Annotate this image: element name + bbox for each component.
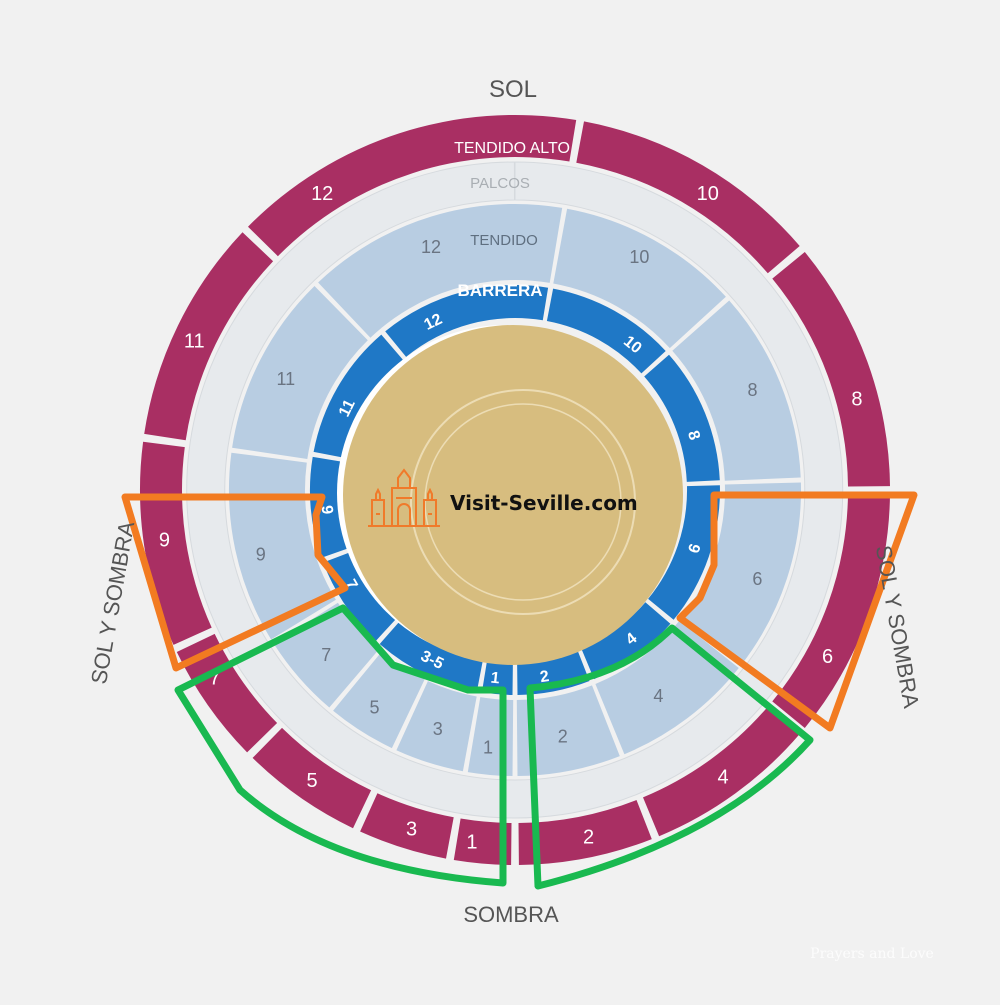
watermark: Prayers and Love xyxy=(810,946,934,962)
barrera-section-6[interactable] xyxy=(648,485,720,620)
tendido-section-2[interactable] xyxy=(516,685,620,776)
palcos-band[interactable] xyxy=(186,161,844,819)
barrera-section-11[interactable] xyxy=(313,334,403,459)
tendido-alto-label-8: 8 xyxy=(851,388,862,410)
barrera-section-7[interactable] xyxy=(323,550,399,641)
cathedral-icon xyxy=(368,468,440,527)
tendido-alto-section-1[interactable] xyxy=(453,818,512,866)
tendido-label-8: 8 xyxy=(747,380,757,400)
tendido-alto-label-2: 2 xyxy=(583,826,594,848)
label-tendido-alto: TENDIDO ALTO xyxy=(454,140,570,157)
tendido-alto-section-9[interactable] xyxy=(139,441,212,645)
tendido-label-3: 3 xyxy=(433,719,443,739)
tendido-section-12[interactable] xyxy=(318,203,563,338)
tendido-alto-label-6: 6 xyxy=(822,646,833,668)
label-tendido: TENDIDO xyxy=(470,232,538,249)
tendido-alto-label-5: 5 xyxy=(306,770,317,792)
tendido-alto-section-6[interactable] xyxy=(772,493,890,729)
label-sol-y-sombra-left: SOL Y SOMBRA xyxy=(86,519,139,686)
tendido-alto-label-10: 10 xyxy=(697,183,719,205)
tendido-alto-section-3[interactable] xyxy=(360,793,454,859)
tendido-label-4: 4 xyxy=(653,686,663,706)
tendido-section-6[interactable] xyxy=(681,482,801,665)
tendido-alto-section-4[interactable] xyxy=(643,706,800,837)
tendido-label-6: 6 xyxy=(752,569,762,589)
arena-sand xyxy=(343,325,683,665)
tendido-label-9: 9 xyxy=(256,544,266,564)
tendido-alto-section-11[interactable] xyxy=(144,232,274,441)
label-sombra: SOMBRA xyxy=(463,902,559,927)
label-palcos: PALCOS xyxy=(470,175,530,192)
barrera-label-1: 1 xyxy=(490,670,501,688)
tendido-label-5: 5 xyxy=(369,697,379,717)
tendido-alto-label-3: 3 xyxy=(406,819,417,841)
tendido-alto-label-7: 7 xyxy=(209,668,220,690)
barrera-section-1[interactable] xyxy=(481,659,513,695)
brand: Visit-Seville.com xyxy=(368,468,638,527)
barrera-section-8[interactable] xyxy=(644,354,720,482)
tendido-label-11: 11 xyxy=(276,369,295,389)
tendido-alto-section-8[interactable] xyxy=(772,252,890,487)
tendido-section-5[interactable] xyxy=(333,652,425,749)
tendido-alto-section-12[interactable] xyxy=(248,114,577,257)
tendido-section-8[interactable] xyxy=(672,300,801,481)
brand-text: Visit-Seville.com xyxy=(450,491,638,515)
tendido-section-10[interactable] xyxy=(553,208,726,349)
tendido-section-11[interactable] xyxy=(232,286,368,459)
barrera-section-12[interactable] xyxy=(385,285,549,357)
tendido-alto-section-5[interactable] xyxy=(252,727,372,829)
tendido-alto-label-4: 4 xyxy=(718,766,729,788)
label-sol-y-sombra-right: SOL Y SOMBRA xyxy=(871,543,924,710)
tendido-alto-section-7[interactable] xyxy=(176,633,278,753)
arena xyxy=(337,325,683,665)
tendido-alto-label-11: 11 xyxy=(184,330,205,352)
highlight-sol-y-sombra-right xyxy=(676,491,918,732)
tendido-section-3[interactable] xyxy=(396,681,477,772)
barrera-label-9: 9 xyxy=(318,505,336,516)
label-barrera: BARRERA xyxy=(458,281,543,300)
barrera-section-3-5[interactable] xyxy=(379,619,484,692)
barrera-label-2: 2 xyxy=(539,668,551,686)
palcos-ring xyxy=(186,161,844,819)
tendido-alto-label-1: 1 xyxy=(466,831,477,853)
tendido-alto-label-9: 9 xyxy=(159,529,170,551)
tendido-alto-section-2[interactable] xyxy=(518,800,652,865)
tendido-label-12: 12 xyxy=(421,237,441,257)
tendido-label-7: 7 xyxy=(321,645,331,665)
barrera-label-11: 11 xyxy=(336,397,359,420)
barrera-section-10[interactable] xyxy=(546,288,666,374)
zone-highlights xyxy=(121,491,918,890)
tendido-label-10: 10 xyxy=(629,247,649,267)
arena-inner-line xyxy=(410,389,636,615)
tendido-alto-section-10[interactable] xyxy=(576,121,800,274)
highlight-sombra-right xyxy=(526,624,814,890)
label-sol: SOL xyxy=(489,76,537,103)
tendido-alto-label-12: 12 xyxy=(311,183,333,205)
tendido-label-1: 1 xyxy=(483,738,493,758)
highlight-sol-y-sombra-left xyxy=(121,493,349,672)
tendido-label-2: 2 xyxy=(558,726,568,746)
barrera-section-4[interactable] xyxy=(581,602,671,680)
barrera-label-12: 12 xyxy=(422,311,446,334)
highlight-sombra-left xyxy=(174,604,507,887)
